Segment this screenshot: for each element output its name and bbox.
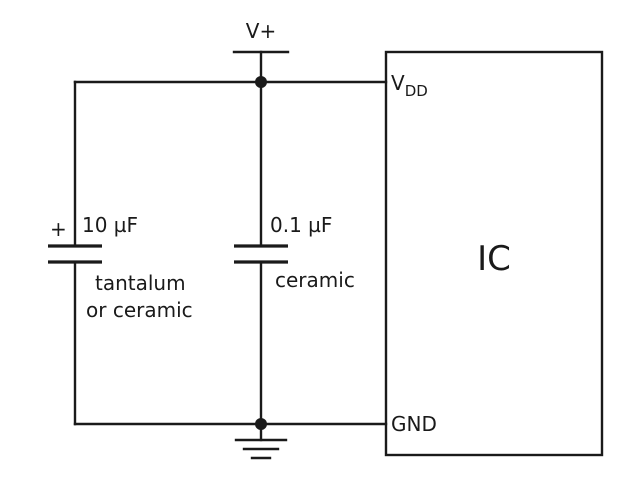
top-junction-dot xyxy=(255,76,267,88)
cap2-value-label: 0.1 µF xyxy=(270,213,332,237)
supply-label: V+ xyxy=(246,19,276,43)
ic-body xyxy=(384,50,604,457)
capacitor-0-1uf: 0.1 µF ceramic xyxy=(234,80,355,426)
ground-symbol xyxy=(234,422,288,460)
gnd-pin-label: GND xyxy=(391,412,437,436)
ic-block: IC VDD GND xyxy=(384,50,604,457)
cap1-type-line2: or ceramic xyxy=(86,298,193,322)
ic-label: IC xyxy=(477,239,511,279)
cap1-polarity-mark: + xyxy=(50,217,67,241)
vdd-pin-label: VDD xyxy=(391,71,428,100)
cap1-type-line1: tantalum xyxy=(95,271,186,295)
vdd-pin-main: V xyxy=(391,71,405,95)
vdd-pin-subscript: DD xyxy=(405,82,428,100)
cap1-value-label: 10 µF xyxy=(82,213,138,237)
supply-symbol: V+ xyxy=(232,19,290,84)
capacitor-10uf: + 10 µF tantalum or ceramic xyxy=(48,80,193,426)
cap2-type-line1: ceramic xyxy=(275,268,355,292)
